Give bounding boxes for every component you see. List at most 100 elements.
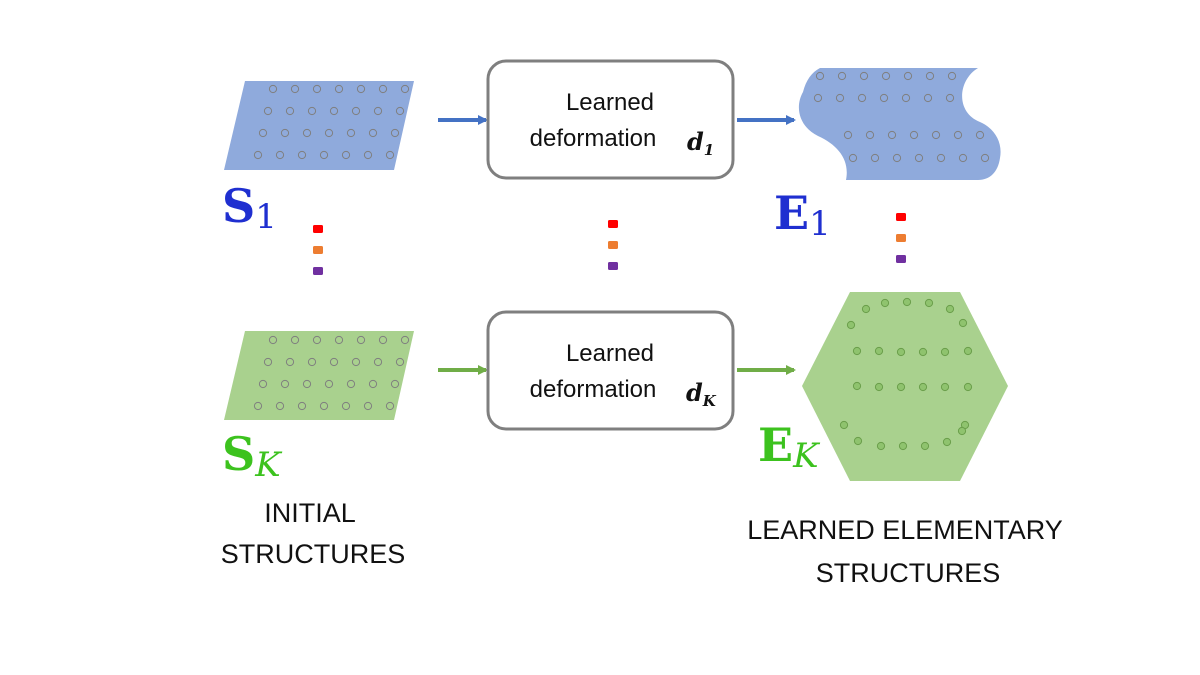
grid-point	[297, 150, 307, 160]
elementary-symbol-1-subscript: 1	[809, 204, 831, 244]
elementary-point	[846, 320, 856, 330]
grid-point	[319, 150, 329, 160]
caption-initial-line1: INITIAL	[264, 498, 356, 528]
grid-point	[334, 84, 344, 94]
grid-point	[302, 128, 312, 138]
grid-point	[319, 401, 329, 411]
deformed-point	[848, 153, 858, 163]
elementary-point	[874, 382, 884, 392]
elementary-point	[940, 347, 950, 357]
initial-structure-k-points	[253, 335, 410, 411]
deformation-label-1-subscript: 1	[704, 141, 714, 159]
deformation-box-k-frame	[486, 310, 735, 431]
deformed-point	[881, 71, 891, 81]
deformed-point	[931, 130, 941, 140]
grid-point	[280, 128, 290, 138]
deformed-point	[892, 153, 902, 163]
caption-initial-line2: STRUCTURES	[221, 539, 406, 569]
elementary-point	[963, 382, 973, 392]
initial-structure-k	[224, 331, 414, 420]
deformed-point	[815, 71, 825, 81]
elementary-structure-1-shape	[798, 68, 1001, 180]
initial-symbol-1-letter: S	[222, 179, 255, 233]
elementary-point	[861, 304, 871, 314]
grid-point	[373, 106, 383, 116]
deformed-point	[958, 153, 968, 163]
grid-point	[312, 84, 322, 94]
elementary-structure-1-points	[813, 71, 990, 163]
grid-point	[351, 357, 361, 367]
deformed-point	[925, 71, 935, 81]
initial-symbol-1-subscript: 1	[255, 197, 277, 237]
ellipsis-dot	[313, 225, 323, 233]
ellipsis-dot	[608, 220, 618, 228]
grid-point	[356, 335, 366, 345]
elementary-point	[874, 346, 884, 356]
deformation-label-1: d1	[687, 127, 714, 159]
grid-point	[356, 84, 366, 94]
deformed-point	[923, 93, 933, 103]
grid-point	[285, 357, 295, 367]
elementary-point	[957, 426, 967, 436]
grid-point	[324, 128, 334, 138]
deformed-point	[975, 130, 985, 140]
grid-point	[263, 106, 273, 116]
deformation-label-1-symbol: d	[687, 127, 704, 156]
initial-structure-1-shape	[224, 81, 414, 170]
deformed-point	[936, 153, 946, 163]
grid-point	[285, 106, 295, 116]
deformed-point	[903, 71, 913, 81]
ellipsis-elementary	[896, 213, 906, 263]
elementary-point	[963, 346, 973, 356]
initial-structure-1	[224, 81, 414, 170]
grid-point	[258, 379, 268, 389]
elementary-point	[945, 304, 955, 314]
deformed-point	[843, 130, 853, 140]
elementary-structure-1	[798, 68, 1001, 180]
grid-point	[329, 357, 339, 367]
ellipsis-dot	[313, 246, 323, 254]
deformed-point	[865, 130, 875, 140]
deformed-point	[879, 93, 889, 103]
caption-learned-line1: LEARNED ELEMENTARY	[747, 515, 1063, 545]
deformation-box-k: Learned deformation dK	[486, 310, 735, 431]
grid-point	[395, 106, 405, 116]
grid-point	[351, 106, 361, 116]
grid-point	[378, 84, 388, 94]
elementary-point	[958, 318, 968, 328]
deformation-label-k-symbol: d	[686, 378, 703, 407]
elementary-point	[839, 420, 849, 430]
grid-point	[263, 357, 273, 367]
initial-symbol-k-subscript: K	[254, 445, 283, 485]
deformed-point	[870, 153, 880, 163]
grid-point	[258, 128, 268, 138]
elementary-point	[902, 297, 912, 307]
elementary-symbol-k: EK	[758, 418, 821, 476]
elementary-point	[918, 382, 928, 392]
grid-point	[368, 379, 378, 389]
grid-point	[312, 335, 322, 345]
grid-point	[307, 106, 317, 116]
deformed-point	[914, 153, 924, 163]
grid-point	[395, 357, 405, 367]
grid-point	[368, 128, 378, 138]
deformation-box-1-frame	[486, 59, 735, 180]
grid-point	[329, 106, 339, 116]
deformation-label-k-subscript: K	[702, 392, 717, 410]
grid-point	[400, 335, 410, 345]
deformed-point	[909, 130, 919, 140]
grid-point	[280, 379, 290, 389]
grid-point	[363, 150, 373, 160]
deformed-point	[901, 93, 911, 103]
elementary-symbol-k-letter: E	[758, 418, 793, 472]
grid-point	[253, 401, 263, 411]
deformed-point	[835, 93, 845, 103]
grid-point	[290, 84, 300, 94]
elementary-point	[876, 441, 886, 451]
grid-point	[268, 84, 278, 94]
ellipsis-dot	[896, 255, 906, 263]
elementary-point	[918, 347, 928, 357]
deformation-box-k-line2: deformation	[530, 376, 657, 403]
grid-point	[275, 401, 285, 411]
